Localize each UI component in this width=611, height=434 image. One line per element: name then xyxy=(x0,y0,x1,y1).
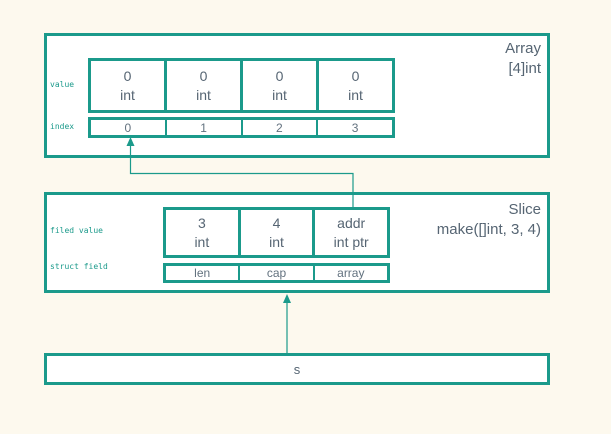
slice-cell-array: addr int ptr xyxy=(315,210,388,255)
array-cell-2-type: int xyxy=(272,86,287,103)
array-title: Array [4]int xyxy=(505,39,541,79)
slice-cell-cap-value: 4 xyxy=(272,214,281,231)
array-index-label: index xyxy=(50,122,75,131)
slice-cell-len-type: int xyxy=(194,233,210,250)
s-to-slice-arrow xyxy=(283,294,291,353)
array-cell-3-type: int xyxy=(348,86,363,103)
slice-struct-field-label: struct field xyxy=(50,262,108,271)
array-index-2: 2 xyxy=(242,120,317,135)
slice-cell-array-value: addr xyxy=(337,214,366,231)
array-cell-1-type: int xyxy=(196,86,211,103)
slice-cell-cap-type: int xyxy=(269,233,284,250)
array-title-line1: Array xyxy=(505,40,541,57)
slice-cell-len-value: 3 xyxy=(197,214,206,231)
slice-value-cells: 3 int 4 int addr int ptr xyxy=(163,207,390,258)
slice-title-line1: Slice xyxy=(508,201,541,218)
slice-title-line2: make([]int, 3, 4) xyxy=(436,221,541,238)
slice-box: Slice make([]int, 3, 4) filed value 3 in… xyxy=(44,192,550,293)
array-index-1: 1 xyxy=(166,120,241,135)
array-cell-0: 0 int xyxy=(91,61,164,110)
array-cell-1-value: 0 xyxy=(199,67,208,84)
array-cell-2: 0 int xyxy=(243,61,316,110)
array-value-label: value xyxy=(50,80,75,89)
array-cell-3: 0 int xyxy=(319,61,392,110)
slice-struct-field-len: len xyxy=(166,266,239,280)
array-value-cells: 0 int 0 int 0 int 0 int xyxy=(88,58,395,113)
slice-struct-field-cap: cap xyxy=(240,266,313,280)
array-cell-0-value: 0 xyxy=(123,67,132,84)
array-index-3: 3 xyxy=(318,120,392,135)
slice-cell-len: 3 int xyxy=(166,210,238,255)
slice-cell-array-type: int ptr xyxy=(333,233,369,250)
array-index-strip: 0 1 2 3 xyxy=(88,117,395,138)
slice-cell-cap: 4 int xyxy=(240,210,313,255)
array-index-0: 0 xyxy=(91,120,165,135)
array-box: Array [4]int value 0 int 0 int 0 int 0 i… xyxy=(44,33,550,158)
array-cell-2-value: 0 xyxy=(275,67,284,84)
slice-title: Slice make([]int, 3, 4) xyxy=(437,200,541,240)
arrowhead-up-icon xyxy=(283,294,291,303)
slice-struct-field-array: array xyxy=(314,266,387,280)
array-cell-3-value: 0 xyxy=(351,67,360,84)
array-cell-1: 0 int xyxy=(167,61,240,110)
slice-struct-strip: len cap array xyxy=(163,263,390,283)
variable-box: s xyxy=(44,353,550,385)
array-cell-0-type: int xyxy=(120,86,135,103)
array-title-line2: [4]int xyxy=(508,60,541,77)
slice-field-value-label: filed value xyxy=(50,226,103,235)
variable-label: s xyxy=(293,361,301,377)
